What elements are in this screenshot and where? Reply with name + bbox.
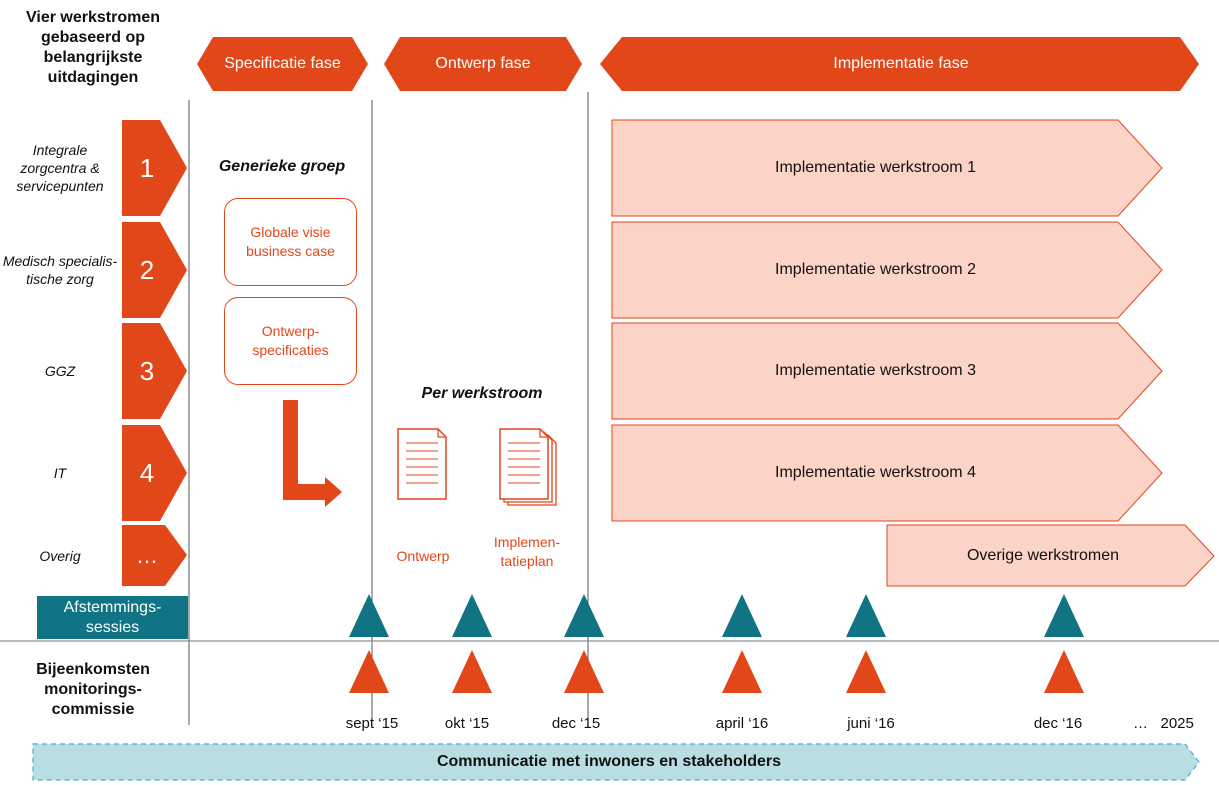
impl-arrow-overig (886, 524, 1215, 587)
afstemming-triangle (452, 594, 492, 637)
stream-number-overig: … (136, 542, 158, 568)
impl-arrow-3 (611, 322, 1163, 420)
stream-label-3: GGZ (44, 363, 76, 379)
phase-spec-label: Specificatie fase (224, 55, 341, 72)
afstemming-bar (37, 596, 188, 639)
phase-design-label: Ontwerp fase (435, 55, 531, 72)
afstemming-triangle (564, 594, 604, 637)
phase-impl-shape (600, 37, 1199, 91)
monitoring-triangle (452, 650, 492, 693)
date-label: dec ‘15 (551, 715, 601, 732)
per-werkstroom-title: Per werkstroom (421, 385, 543, 402)
impl-label-3: Implementatie werkstroom 3 (775, 362, 976, 379)
communication-label: Communicatie met inwoners en stakeholder… (436, 753, 782, 770)
stream-number-2: 2 (139, 254, 155, 285)
stream-chevron-4 (122, 425, 187, 521)
stream-chevron-overig (122, 525, 187, 586)
l-arrow-icon (283, 400, 342, 507)
generic-group-title: Generieke groep (218, 158, 346, 175)
monitoring-triangle (722, 650, 762, 693)
stream-number-3: 3 (139, 355, 155, 386)
ontwerp-specificaties-box: Ontwerp- specificaties (224, 297, 357, 385)
ontwerp-label: Ontwerp (396, 548, 450, 564)
date-label: sept ‘15 (345, 715, 399, 732)
monitoring-triangle (349, 650, 389, 693)
impl-label-overig: Overige werkstromen (966, 546, 1120, 564)
monitoring-triangle (846, 650, 886, 693)
afstemming-triangle (722, 594, 762, 637)
implementatieplan-label: Implemen- tatieplan (493, 534, 561, 569)
date-label: okt ‘15 (444, 715, 490, 732)
monitoring-label: Bijeenkomsten monitorings- commissie (36, 661, 150, 718)
afstemming-label: Afstemmings- sessies (63, 598, 162, 636)
stream-number-4: 4 (139, 457, 155, 488)
stream-label-overig: Overig (39, 547, 81, 564)
monitoring-triangle (1044, 650, 1084, 693)
visie-business-case-box: Globale visie business case (224, 198, 357, 286)
impl-label-1: Implementatie werkstroom 1 (775, 159, 976, 176)
stream-chevron-1 (122, 120, 187, 216)
impl-arrow-1 (611, 119, 1163, 217)
impl-label-2: Implementatie werkstroom 2 (775, 261, 976, 278)
header-left: Vier werkstromen gebaseerd op belangrijk… (26, 9, 160, 86)
documents-stack-icon (499, 428, 557, 506)
impl-label-4: Implementatie werkstroom 4 (775, 464, 976, 481)
date-end-label: … 2025 (1133, 715, 1194, 732)
afstemming-triangle (349, 594, 389, 637)
stream-number-1: 1 (139, 152, 155, 183)
stream-chevron-2 (122, 222, 187, 318)
impl-arrow-4 (611, 424, 1163, 522)
date-label: juni ‘16 (847, 715, 895, 732)
phase-impl-label: Implementatie fase (833, 55, 969, 72)
stream-label-2: Medisch specialis- tische zorg (2, 253, 118, 287)
impl-arrow-2 (611, 221, 1163, 319)
document-icon (397, 428, 447, 500)
afstemming-triangle (846, 594, 886, 637)
afstemming-triangle (1044, 594, 1084, 637)
phase-spec-shape (197, 37, 368, 91)
date-label: dec ‘16 (1033, 715, 1083, 732)
stream-chevron-3 (122, 323, 187, 419)
monitoring-triangle (564, 650, 604, 693)
stream-label-4: IT (53, 465, 67, 481)
date-label: april ‘16 (715, 715, 769, 732)
phase-design-shape (384, 37, 582, 91)
stream-label-1: Integrale zorgcentra & servicepunten (16, 142, 104, 194)
communication-arrow (32, 743, 1200, 781)
